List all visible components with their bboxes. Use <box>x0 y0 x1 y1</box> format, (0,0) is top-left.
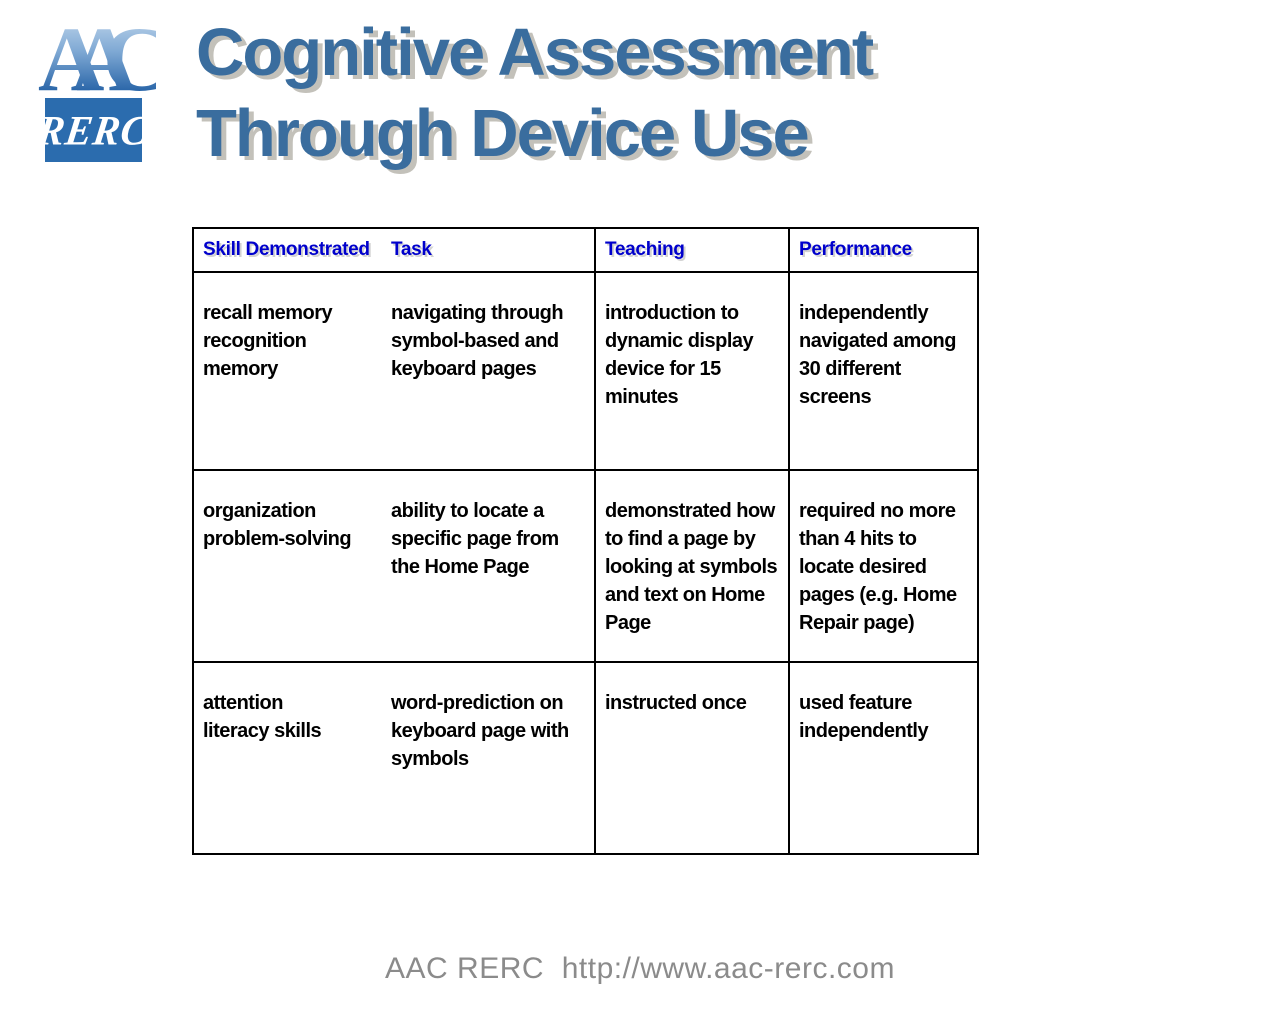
row2-performance-cell: required no more than 4 hits to locate d… <box>790 471 977 663</box>
logo-rerc-badge: RERC <box>35 98 152 162</box>
logo-aac-text: AAC <box>38 13 169 105</box>
footer-url: AAC RERC http://www.aac-rerc.com <box>385 952 895 985</box>
row3-performance-cell: used feature independently <box>799 692 929 742</box>
header-cell-skill: Skill Demonstrated <box>194 229 382 273</box>
row3-teaching-cell: instructed once <box>596 663 790 853</box>
logo-rerc-text: RERC <box>34 106 153 154</box>
page-title: Cognitive Assessment Through Device Use <box>196 12 874 174</box>
row2-skill-cell: organization problem-solving <box>194 471 382 663</box>
row3-skill-cell: attention literacy skills <box>203 692 322 742</box>
header-cell-teaching: Teaching <box>596 229 790 273</box>
title-line-1: Cognitive Assessment <box>196 15 874 90</box>
footer: AAC RERC http://www.aac-rerc.com <box>0 952 1280 986</box>
row2-teaching-cell: demonstrated how to find a page by looki… <box>596 471 790 663</box>
row1-skill-cell: recall memory recognition memory <box>194 273 382 471</box>
row2-task-cell: ability to locate a specific page from t… <box>382 471 596 663</box>
row1-task-cell: navigating through symbol-based and keyb… <box>382 273 596 471</box>
row1-performance-cell: independently navigated among 30 differe… <box>790 273 977 471</box>
aac-rerc-logo: AAC RERC <box>35 13 169 162</box>
assessment-table: Skill Demonstrated Task Teaching Perform… <box>192 227 979 855</box>
title-line-2: Through Device Use <box>196 96 810 171</box>
header-cell-performance: Performance <box>790 229 977 273</box>
row1-teaching-cell: introduction to dynamic display device f… <box>596 273 790 471</box>
row3-task-cell: word-prediction on keyboard page with sy… <box>382 663 596 853</box>
header-cell-task: Task <box>382 229 596 273</box>
